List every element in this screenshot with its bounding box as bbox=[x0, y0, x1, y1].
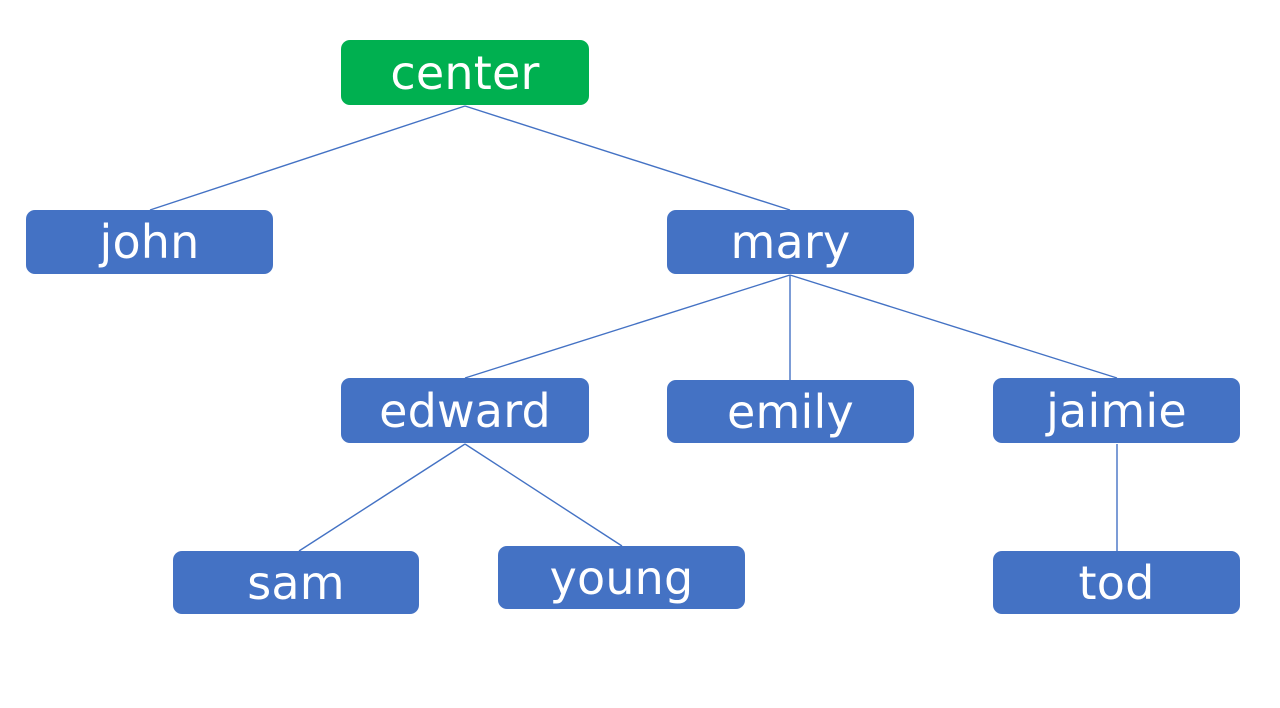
edge-mary-jaimie bbox=[789, 274, 1118, 379]
node-label-edward: edward bbox=[379, 383, 551, 438]
node-mary[interactable]: mary bbox=[667, 210, 914, 274]
node-label-emily: emily bbox=[727, 384, 854, 439]
node-center[interactable]: center bbox=[341, 40, 589, 105]
edge-center-john bbox=[149, 105, 466, 211]
node-label-center: center bbox=[390, 45, 540, 100]
node-label-sam: sam bbox=[247, 555, 345, 610]
edge-edward-sam bbox=[298, 443, 466, 552]
node-jaimie[interactable]: jaimie bbox=[993, 378, 1240, 443]
edge-mary-edward bbox=[464, 274, 791, 379]
edge-edward-young bbox=[464, 443, 623, 547]
node-emily[interactable]: emily bbox=[667, 380, 914, 443]
node-tod[interactable]: tod bbox=[993, 551, 1240, 614]
node-label-john: john bbox=[99, 215, 200, 269]
node-sam[interactable]: sam bbox=[173, 551, 419, 614]
node-edward[interactable]: edward bbox=[341, 378, 589, 443]
edge-center-mary bbox=[464, 105, 791, 211]
node-label-young: young bbox=[549, 550, 694, 605]
node-john[interactable]: john bbox=[26, 210, 273, 274]
node-young[interactable]: young bbox=[498, 546, 745, 609]
node-label-mary: mary bbox=[730, 215, 851, 269]
node-label-jaimie: jaimie bbox=[1046, 383, 1187, 438]
node-label-tod: tod bbox=[1078, 555, 1155, 610]
